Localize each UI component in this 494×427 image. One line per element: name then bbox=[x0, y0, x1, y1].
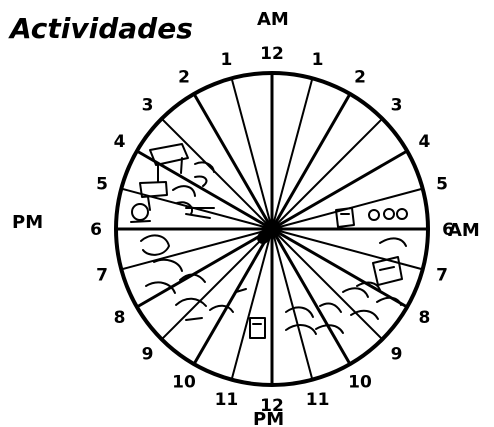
spoke-line bbox=[272, 229, 312, 380]
hour-label: 11 bbox=[215, 390, 239, 410]
people-icon bbox=[343, 288, 378, 319]
hour-label: 6 bbox=[90, 220, 102, 240]
hour-label: 3 bbox=[142, 96, 154, 116]
people-icon bbox=[286, 307, 316, 334]
people-icon bbox=[357, 283, 401, 305]
hour-label: 3 bbox=[391, 96, 403, 116]
hour-label: 7 bbox=[96, 266, 108, 286]
clock-spokes bbox=[116, 73, 428, 385]
hour-label: 8 bbox=[418, 308, 430, 328]
hour-label: 4 bbox=[418, 132, 430, 152]
hour-label: 9 bbox=[391, 345, 403, 365]
people-icon bbox=[173, 186, 195, 214]
house-icon bbox=[373, 257, 402, 285]
hour-label: 2 bbox=[178, 68, 190, 88]
am-top-label: AM bbox=[257, 9, 289, 30]
people-icon bbox=[186, 289, 246, 320]
pm-left-label: PM bbox=[12, 212, 43, 233]
sleep-icon bbox=[380, 238, 406, 246]
hour-label: 12 bbox=[260, 396, 284, 416]
walking-icon bbox=[176, 274, 206, 306]
hour-label: 5 bbox=[436, 174, 448, 194]
people-icon bbox=[195, 162, 214, 186]
hour-label: 4 bbox=[114, 132, 126, 152]
hour-label: 10 bbox=[348, 372, 372, 392]
people-icon bbox=[384, 209, 394, 219]
people-icon bbox=[132, 204, 148, 220]
spoke-line bbox=[232, 229, 272, 380]
people-icon bbox=[369, 210, 379, 220]
eating-icon bbox=[141, 235, 169, 254]
hour-label: 12 bbox=[260, 44, 284, 64]
hour-label: 9 bbox=[142, 345, 154, 365]
hour-label: 1 bbox=[220, 50, 232, 70]
hour-label: 5 bbox=[96, 174, 108, 194]
hour-label: 7 bbox=[436, 266, 448, 286]
hour-label: 10 bbox=[172, 372, 196, 392]
spoke-line bbox=[121, 229, 272, 269]
spoke-line bbox=[272, 78, 312, 229]
hour-label: 8 bbox=[114, 308, 126, 328]
walking-icon bbox=[146, 260, 182, 293]
house-icon bbox=[250, 318, 265, 338]
hour-label: 1 bbox=[312, 50, 324, 70]
hour-label: 2 bbox=[354, 68, 366, 88]
hour-label: 11 bbox=[306, 390, 330, 410]
spoke-line bbox=[232, 78, 272, 229]
people-icon bbox=[397, 209, 407, 219]
hour-label: 6 bbox=[442, 220, 454, 240]
title: Actividades bbox=[8, 12, 193, 45]
